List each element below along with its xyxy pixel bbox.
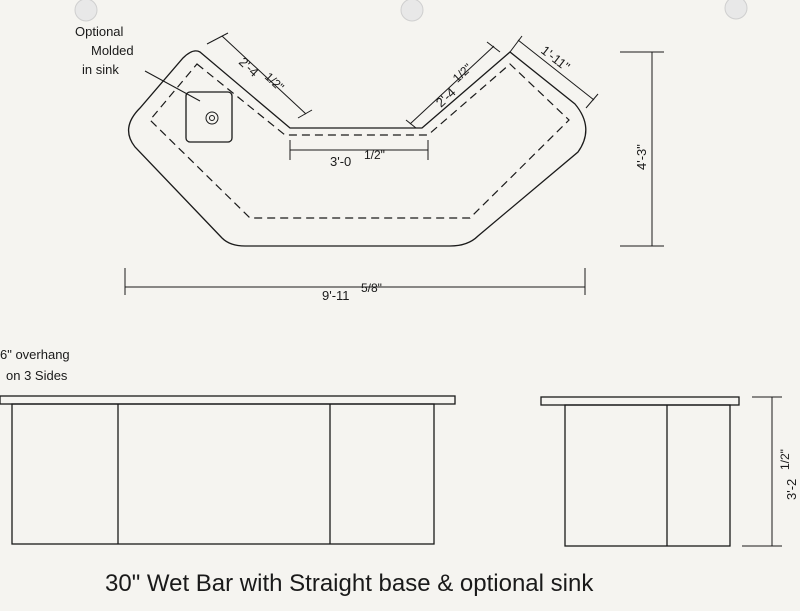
overall-dim-fraction: 5/8" — [361, 281, 382, 295]
overall-dim-text: 9'-11 — [322, 288, 350, 303]
base-outline-dashed — [149, 63, 570, 219]
sink-note-line-3: in sink — [82, 62, 119, 77]
left-side-dim-line — [221, 35, 307, 115]
depth-dim-label: 4'-3" — [634, 144, 649, 170]
right-end-dim-line — [517, 39, 595, 101]
sink-note-line-1: Optional — [75, 24, 124, 39]
side-elevation: 3'-2 1/2" — [540, 396, 799, 547]
overhang-note-line-1: 6" overhang — [0, 347, 70, 362]
front-base-cabinet — [11, 403, 435, 545]
dim-extension — [405, 119, 417, 129]
height-dim-fraction: 1/2" — [778, 449, 792, 470]
overhang-note-line-2: on 3 Sides — [6, 368, 68, 383]
side-base-cabinet — [564, 404, 731, 547]
sink-drain-icon — [205, 111, 219, 125]
dim-extension — [585, 93, 599, 109]
height-dim-label: 3'-2 1/2" — [778, 449, 799, 500]
drawing-caption: 30" Wet Bar with Straight base & optiona… — [105, 570, 594, 597]
binder-holes — [74, 0, 748, 22]
binder-hole — [400, 0, 424, 22]
center-dim-text: 3'-0 — [330, 154, 351, 169]
sink-note-line-2: Molded — [91, 43, 134, 58]
dim-extension — [297, 109, 313, 119]
height-dim-text: 3'-2 — [784, 479, 799, 500]
countertop-outline — [128, 50, 587, 247]
right-side-dim-line — [409, 45, 495, 125]
binder-hole — [74, 0, 98, 22]
depth-dim-text: 4'-3" — [634, 144, 649, 170]
sink-drain-center — [209, 115, 215, 121]
center-dim-fraction: 1/2" — [364, 148, 385, 162]
sink-leader-line — [144, 70, 201, 102]
dim-extension — [509, 35, 523, 53]
sink-basin — [185, 91, 233, 143]
binder-hole — [724, 0, 748, 20]
dim-extension — [206, 32, 229, 45]
front-elevation: 6" overhang on 3 Sides — [0, 347, 456, 545]
